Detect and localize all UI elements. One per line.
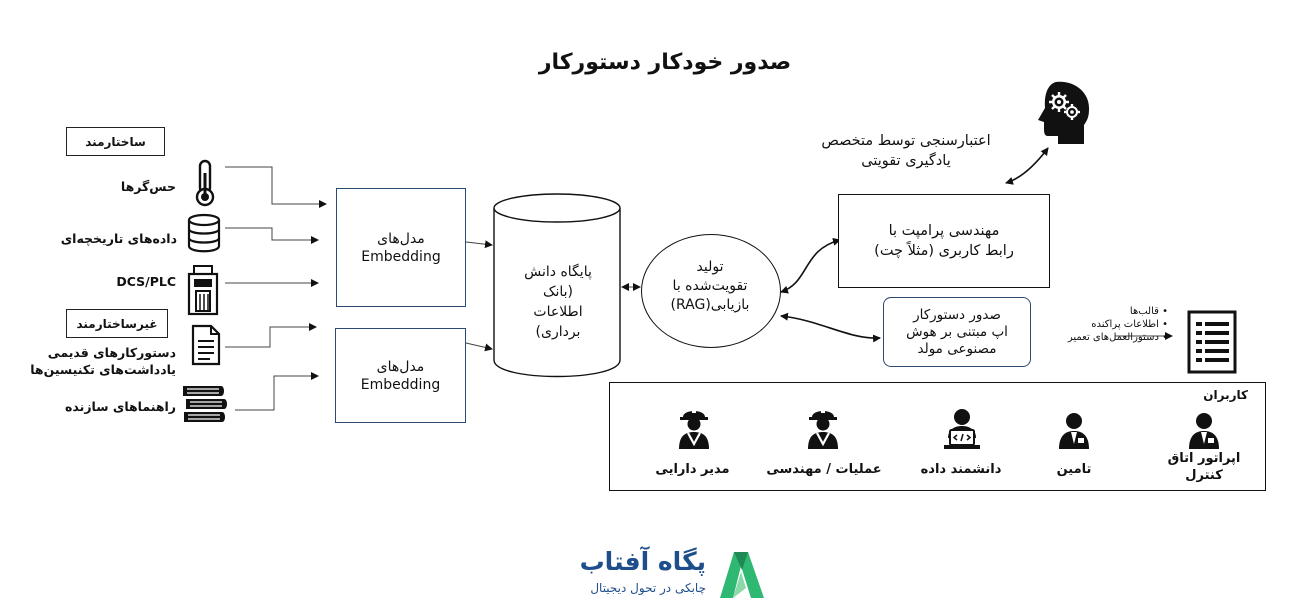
source-label-sensors: حس‌گرها — [120, 179, 176, 194]
document-icon — [191, 324, 221, 366]
user-label-procurement: تامین — [1056, 462, 1092, 477]
structured-category-box: ساختارمند — [66, 127, 165, 156]
operator-icon — [1189, 413, 1219, 449]
work-order-app-box: صدور دستورکار اپ مبتنی بر هوش مصنوعی مول… — [883, 297, 1031, 367]
source-label-historical-data: داده‌های تاریخچه‌ای — [60, 231, 177, 246]
procurement-icon — [1059, 413, 1089, 449]
embedding-top-line1: مدل‌های — [377, 230, 425, 247]
data-scientist-icon — [944, 409, 980, 449]
user-label-operations-engineering: عملیات / مهندسی — [766, 462, 882, 477]
engineer-icon — [808, 407, 838, 449]
source-label-dcs-plc: DCS/PLC — [116, 274, 176, 289]
rag-label: تولید تقویت‌شده با بازیابی(RAG) — [670, 259, 750, 313]
work-order-app-label: صدور دستورکار اپ مبتنی بر هوش مصنوعی مول… — [906, 306, 1008, 357]
output-item: • قالب‌ها — [1129, 306, 1168, 317]
user-label-operator: اپراتور اتاق کنترل — [1167, 451, 1241, 483]
source-label-legacy-work-orders: دستورکارهای قدیمی یادداشت‌های تکنیسین‌ها — [30, 345, 176, 377]
brand-logo-icon — [720, 552, 764, 598]
unstructured-category-label: غیرساختارمند — [76, 316, 158, 331]
output-item: • اطلاعات پراکنده — [1091, 319, 1168, 330]
structured-category-label: ساختارمند — [85, 134, 146, 149]
thermometer-icon — [195, 159, 215, 207]
knowledge-base-label: پایگاه دانش (بانک اطلاعات برداری) — [524, 264, 592, 340]
output-item: • دستورالعمل‌های تعمیر — [1067, 332, 1168, 343]
checklist-icon — [1187, 310, 1237, 374]
unstructured-category-box: غیرساختارمند — [66, 309, 168, 338]
users-panel — [609, 382, 1266, 491]
controller-icon — [187, 265, 219, 316]
books-icon — [183, 386, 227, 422]
ai-head-icon — [1038, 81, 1090, 144]
brand-name: پگاه آفتاب — [579, 547, 706, 576]
embedding-bottom-line2: Embedding — [360, 376, 441, 393]
outputs-list: • قالب‌ها • اطلاعات پراکنده • دستورالعمل… — [1038, 305, 1168, 344]
user-label-asset-manager: مدیر دارایی — [655, 462, 730, 477]
users-title: کاربران — [1203, 388, 1248, 402]
embedding-models-bottom: مدل‌های Embedding — [335, 328, 466, 423]
embedding-top-line2: Embedding — [361, 248, 441, 265]
brand-tagline: چابکی در تحول دیجیتال — [590, 581, 706, 595]
expert-validation-label: اعتبارسنجی توسط متخصص یادگیری تقویتی — [821, 133, 991, 169]
diagram-title: صدور خودکار دستورکار — [538, 50, 792, 75]
embedding-models-top: مدل‌های Embedding — [336, 188, 466, 307]
embedding-bottom-line1: مدل‌های — [376, 358, 425, 375]
asset-manager-icon — [679, 407, 709, 449]
source-label-manuals: راهنماهای سازنده — [65, 399, 176, 414]
prompt-engineering-label: مهندسی پرامپت با رابط کاربری (مثلاً چت) — [874, 223, 1014, 259]
prompt-engineering-box: مهندسی پرامپت با رابط کاربری (مثلاً چت) — [838, 194, 1050, 288]
rag-circle — [641, 234, 781, 348]
user-label-data-scientist: دانشمند داده — [920, 462, 1002, 477]
knowledge-base-cylinder — [493, 193, 621, 378]
database-icon — [187, 213, 221, 253]
